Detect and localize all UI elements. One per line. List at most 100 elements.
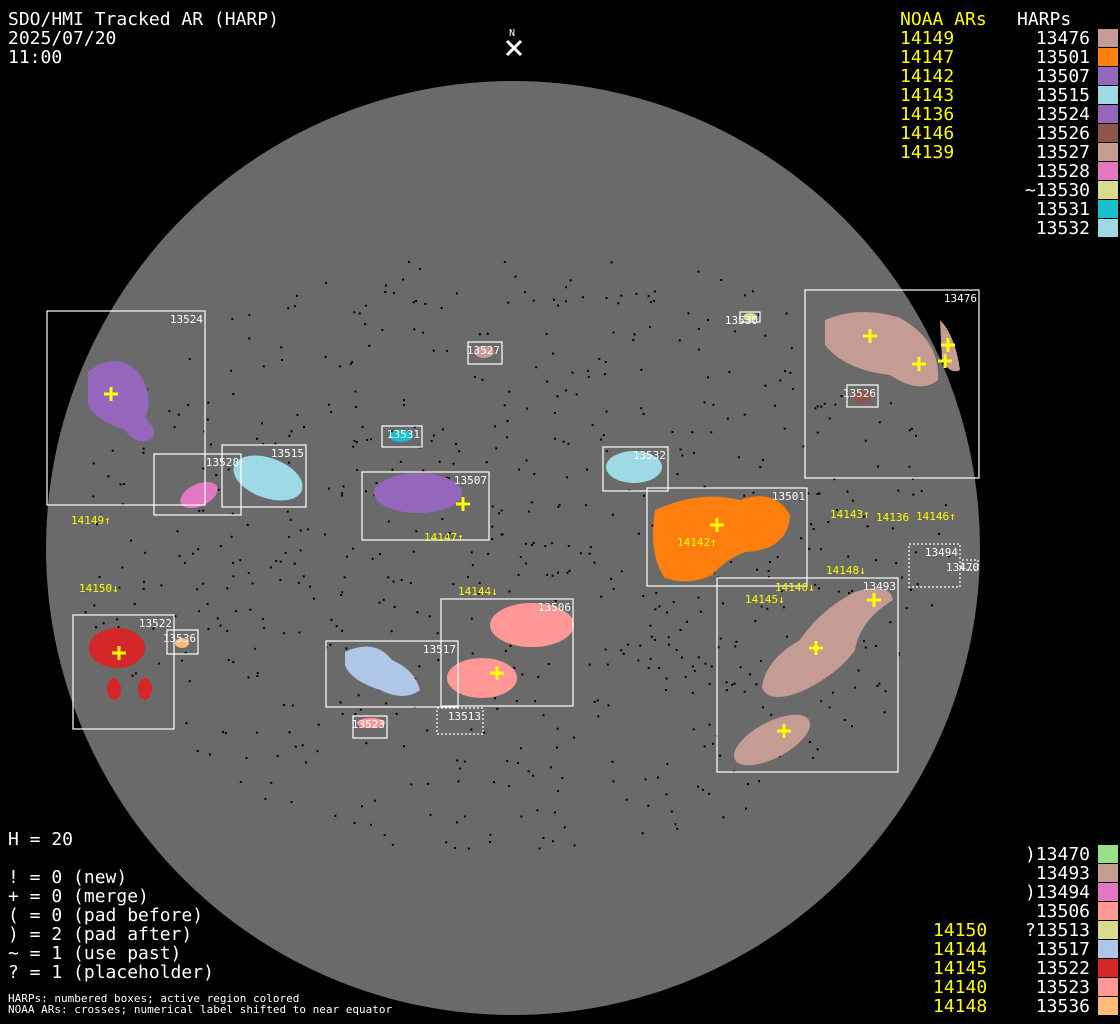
harp-color-swatch <box>1098 883 1118 901</box>
region-13522c <box>138 678 152 700</box>
noaa-label: 14147↑ <box>424 531 464 544</box>
harp-legend-item: ?13513 <box>1024 920 1090 941</box>
region-13531 <box>389 430 413 442</box>
harp-legend-item: 13507 <box>1035 66 1090 87</box>
harp-box-label: 13470 <box>946 561 980 574</box>
region-13526 <box>852 391 872 403</box>
harp-box <box>72 614 175 730</box>
region-13523 <box>357 718 385 728</box>
noaa-cross <box>456 497 470 511</box>
noaa-cross <box>938 354 952 368</box>
north-label: N <box>509 28 516 39</box>
harp-box-label: 13493 <box>862 580 896 593</box>
stat-line: ) = 2 (pad after) <box>8 924 193 945</box>
h-count: H = 20 <box>8 829 74 850</box>
noaa-header: NOAA ARs <box>900 9 987 30</box>
harp-color-swatch <box>1098 921 1118 939</box>
harp-legend-item: 13476 <box>1035 28 1090 49</box>
harp-color-swatch <box>1098 940 1118 958</box>
harp-box <box>153 453 242 516</box>
harp-legend-item: )13470 <box>1024 844 1090 865</box>
harp-box <box>381 425 423 448</box>
harp-box <box>602 446 669 492</box>
date: 2025/07/20 <box>8 28 117 49</box>
note-noaa: NOAA ARs: crosses; numerical label shift… <box>8 1003 393 1016</box>
stat-line: ~ = 1 (use past) <box>8 943 182 964</box>
noaa-cross <box>777 724 791 738</box>
stat-line: ( = 0 (pad before) <box>8 905 204 926</box>
harp-box <box>467 341 503 365</box>
region-13528 <box>180 481 218 509</box>
harp-legend-item: 13515 <box>1035 85 1090 106</box>
region-13515 <box>233 455 303 501</box>
harp-color-swatch <box>1098 67 1118 85</box>
harp-box <box>352 715 388 739</box>
harp-color-swatch <box>1098 105 1118 123</box>
harp-color-swatch <box>1098 845 1118 863</box>
noaa-label: 14150↓ <box>79 582 119 595</box>
region-13524 <box>88 361 154 442</box>
noaa-legend-item: 14140 <box>933 977 988 998</box>
harp-legend-item: 13506 <box>1035 901 1090 922</box>
harp-box-label: 13507 <box>453 474 487 487</box>
time: 11:00 <box>8 47 63 68</box>
region-13476 <box>825 311 960 387</box>
noaa-legend-item: 14145 <box>933 958 988 979</box>
harp-legend-item: ~13530 <box>1024 180 1090 201</box>
harp-legend-item: 13531 <box>1035 199 1090 220</box>
harp-color-swatch <box>1098 143 1118 161</box>
harp-legend-item: 13501 <box>1035 47 1090 68</box>
noaa-cross <box>912 357 926 371</box>
harp-box <box>739 311 761 323</box>
harp-box-label: 13536 <box>162 632 196 645</box>
harp-legend-item: 13526 <box>1035 123 1090 144</box>
noaa-cross <box>863 329 877 343</box>
harp-color-swatch <box>1098 181 1118 199</box>
stat-line: ! = 0 (new) <box>8 867 128 888</box>
harp-box-label: 13532 <box>632 449 666 462</box>
region-13527 <box>474 346 494 358</box>
harp-legend-item: 13536 <box>1035 996 1090 1017</box>
harp-box <box>166 629 199 655</box>
harp-color-swatch <box>1098 959 1118 977</box>
harp-color-swatch <box>1098 200 1118 218</box>
harp-color-swatch <box>1098 124 1118 142</box>
harp-box-label: 13513 <box>447 710 481 723</box>
region-13522b <box>107 678 121 700</box>
noaa-cross <box>941 338 955 352</box>
region-13517 <box>345 646 420 696</box>
note-harps: HARPs: numbered boxes; active region col… <box>8 992 300 1005</box>
harp-box-label: 13526 <box>842 387 876 400</box>
noaa-label: 14148↓ <box>826 564 866 577</box>
noaa-legend-item: 14147 <box>900 47 955 68</box>
harp-box-label: 13527 <box>466 344 500 357</box>
harp-legend-item: 13522 <box>1035 958 1090 979</box>
harp-color-swatch <box>1098 162 1118 180</box>
solar-disk <box>46 81 980 1015</box>
region-13507 <box>374 473 462 513</box>
harp-color-swatch <box>1098 978 1118 996</box>
noaa-label: 14146↑ <box>916 510 956 523</box>
stat-line: + = 0 (merge) <box>8 886 149 907</box>
noaa-cross <box>104 387 118 401</box>
north-marker <box>505 39 523 57</box>
noaa-label: 14144↓ <box>458 585 498 598</box>
harp-box-label: 13501 <box>771 490 805 503</box>
harps-header: HARPs <box>1017 9 1072 30</box>
harp-box-label: 13506 <box>537 601 571 614</box>
region-13501 <box>652 496 790 582</box>
region-13522 <box>89 628 145 668</box>
harp-box-label: 13476 <box>943 292 977 305</box>
noaa-label: 14140↓ <box>775 581 815 594</box>
active-region-blobs <box>88 311 960 766</box>
noaa-legend-item: 14146 <box>900 123 955 144</box>
noaa-cross <box>867 593 881 607</box>
noaa-label: 14142↑ <box>677 536 717 549</box>
harp-box <box>961 559 979 571</box>
harp-color-swatch <box>1098 219 1118 237</box>
noaa-legend-item: 14142 <box>900 66 955 87</box>
noaa-legend-item: 14150 <box>933 920 988 941</box>
noaa-cross <box>112 646 126 660</box>
harp-box <box>46 310 206 506</box>
